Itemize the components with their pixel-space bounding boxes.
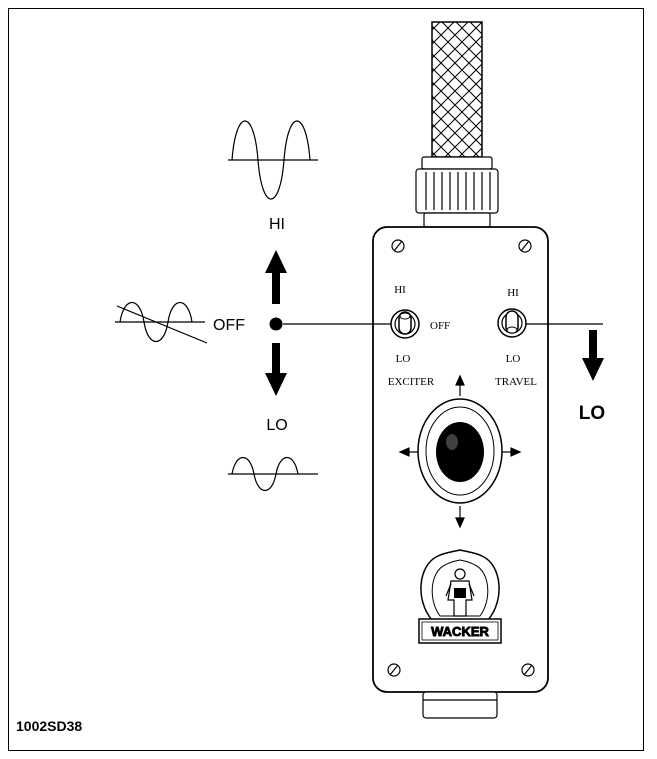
screws [387, 239, 535, 677]
exciter-lo-label: LO [396, 353, 411, 365]
bottom-connector [422, 691, 498, 719]
screw-top-left [391, 239, 405, 253]
arrow-down-travel-icon [582, 330, 604, 381]
left-lo-label: LO [266, 417, 287, 434]
sine-wave-small-icon [228, 456, 318, 492]
sine-wave-large-icon [228, 120, 318, 200]
sine-wave-crossed-icon [115, 302, 208, 344]
braided-cable [431, 21, 483, 158]
cable-strain-relief [415, 156, 499, 228]
screw-top-right [518, 239, 532, 253]
left-hi-label: HI [269, 216, 285, 233]
exciter-name-label: EXCITER [388, 376, 435, 388]
right-lo-label: LO [579, 403, 605, 424]
screw-bottom-left [387, 663, 401, 677]
figure-id-label: 1002SD38 [16, 718, 83, 734]
exciter-hi-label: HI [394, 284, 406, 296]
travel-lo-label: LO [506, 353, 521, 365]
travel-switch[interactable] [497, 308, 527, 338]
left-off-label: OFF [213, 317, 245, 334]
exciter-switch[interactable] [390, 309, 420, 339]
arrow-down-icon [265, 343, 287, 396]
joystick-arrows [398, 374, 522, 529]
wacker-logo-icon [418, 549, 502, 644]
screw-bottom-right [521, 663, 535, 677]
exciter-off-label: OFF [430, 320, 450, 332]
arrow-up-icon [265, 250, 287, 304]
brand-label: WACKER [431, 624, 489, 639]
travel-name-label: TRAVEL [495, 376, 537, 388]
joystick[interactable] [417, 398, 503, 504]
travel-hi-label: HI [507, 287, 519, 299]
joystick-knob-icon [436, 422, 484, 482]
exciter-off-dot [269, 317, 283, 331]
